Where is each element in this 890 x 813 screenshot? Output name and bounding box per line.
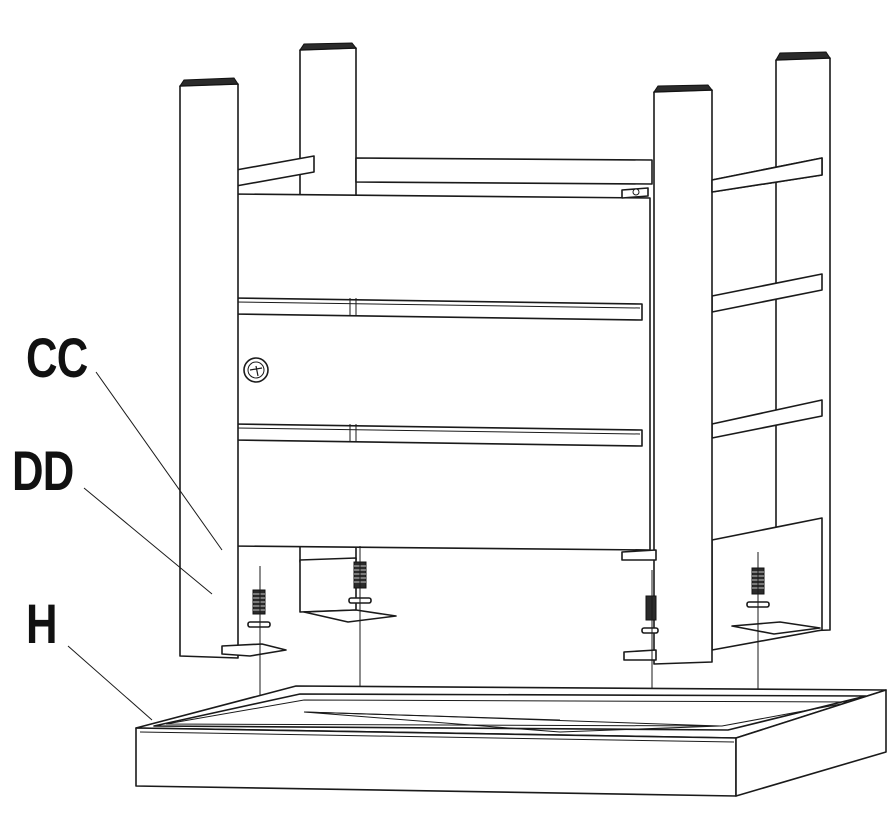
screw-1: [247, 566, 271, 720]
leader-lines: [67, 371, 223, 721]
leg-front-right: [623, 84, 714, 665]
leg-front-left: [179, 77, 287, 659]
knob-icon: [243, 357, 269, 383]
front-panel: [229, 187, 651, 551]
base-tray: [135, 685, 887, 797]
callout-label-dd: DD: [12, 439, 74, 502]
side-rails: [711, 157, 823, 193]
callout-label-h: H: [26, 592, 58, 655]
back-rail: [235, 155, 653, 187]
callout-label-cc: CC: [26, 326, 88, 389]
foot-plates: [303, 549, 821, 635]
leg-back-right: [711, 51, 831, 651]
